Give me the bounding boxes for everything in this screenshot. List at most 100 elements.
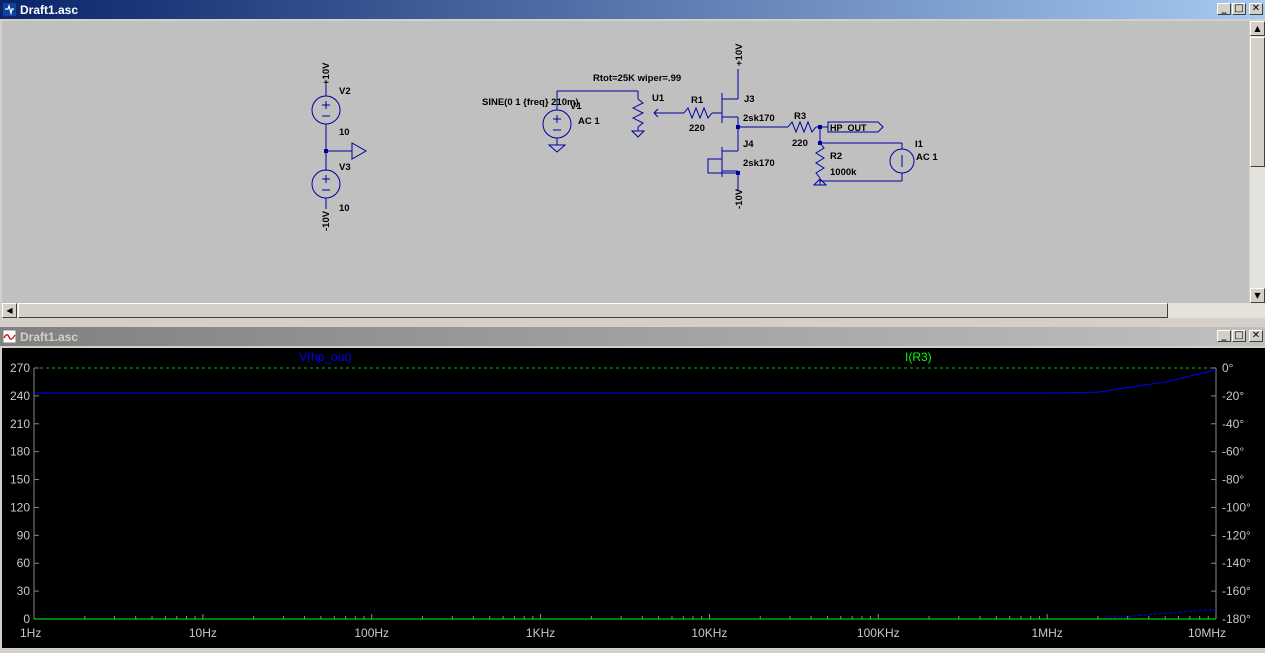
junction-dot	[324, 149, 328, 153]
potentiometer-symbol	[631, 98, 645, 128]
ground-symbol	[630, 130, 646, 138]
j4-model-label: 2sk170	[743, 158, 775, 169]
y-right-tick-label: -40°	[1222, 417, 1244, 431]
y-right-tick-label: 0°	[1222, 361, 1234, 375]
u1-name-label: U1	[652, 93, 665, 104]
r3-value-label: 220	[792, 138, 808, 149]
scroll-down-button[interactable]: ▼	[1250, 288, 1265, 303]
y-left-tick-label: 270	[10, 361, 30, 375]
j3-supply-label: +10V	[734, 43, 745, 66]
y-left-tick-label: 120	[10, 500, 30, 514]
schematic-app-icon	[3, 3, 16, 16]
x-tick-label: 1Hz	[20, 626, 41, 640]
close-button[interactable]: ✕	[1249, 330, 1263, 342]
junction-dot	[736, 125, 740, 129]
v1-ac-label: AC 1	[578, 116, 600, 127]
r2-value-label: 1000k	[830, 167, 857, 178]
schematic-horizontal-scrollbar[interactable]: ◀	[2, 303, 1265, 318]
i1-ac-label: AC 1	[916, 152, 938, 163]
i1-name-label: I1	[915, 139, 924, 150]
junction-dot	[818, 125, 822, 129]
minimize-button[interactable]: _	[1217, 3, 1231, 15]
maximize-button[interactable]: □	[1232, 3, 1246, 15]
junction-dot	[818, 141, 822, 145]
schematic-drawing: +10V V2 10 V3 10 -10V Rtot=25K wiper=.99…	[311, 43, 938, 231]
schematic-canvas[interactable]: +10V V2 10 V3 10 -10V Rtot=25K wiper=.99…	[2, 21, 1249, 303]
close-button[interactable]: ✕	[1249, 3, 1263, 15]
y-left-tick-label: 90	[17, 528, 31, 542]
v1-spec-label: SINE(0 1 {freq} 210m)	[482, 97, 579, 108]
schematic-title: Draft1.asc	[20, 3, 79, 17]
y-right-tick-label: -100°	[1222, 500, 1251, 514]
schematic-vertical-scrollbar[interactable]: ▲ ▼	[1250, 21, 1265, 303]
j4-supply-label: -10V	[734, 188, 745, 209]
r3-resistor-symbol	[787, 120, 817, 134]
v1-name-label: V1	[570, 101, 582, 112]
ground-symbol	[547, 144, 567, 153]
y-left-tick-label: 30	[17, 584, 31, 598]
x-tick-label: 10KHz	[691, 626, 727, 640]
x-tick-label: 1KHz	[526, 626, 555, 640]
v3-name-label: V3	[339, 162, 351, 173]
r1-value-label: 220	[689, 123, 705, 134]
x-tick-label: 10MHz	[1188, 626, 1226, 640]
r1-name-label: R1	[691, 95, 704, 106]
y-right-tick-label: -140°	[1222, 556, 1251, 570]
maximize-button[interactable]: □	[1232, 330, 1246, 342]
vertical-scroll-thumb[interactable]	[1250, 37, 1265, 167]
y-right-tick-label: -80°	[1222, 473, 1244, 487]
hp-out-net-label: HP_OUT	[830, 123, 867, 133]
series-magnitude-line	[34, 369, 1217, 394]
waveform-titlebar[interactable]: Draft1.asc _ □ ✕	[0, 327, 1265, 346]
y-right-tick-label: -160°	[1222, 584, 1251, 598]
schematic-window: Draft1.asc _ □ ✕	[0, 0, 1265, 322]
v3-value-label: 10	[339, 203, 350, 214]
pot-params-label: Rtot=25K wiper=.99	[593, 73, 681, 84]
v2-value-label: 10	[339, 127, 350, 138]
y-left-tick-label: 60	[17, 556, 31, 570]
r1-resistor-symbol	[683, 106, 713, 120]
junction-dot	[736, 171, 740, 175]
series-phase-line	[34, 608, 1217, 620]
bode-plot: 270 240 210 180 150 120 90 60 30 0 0° -20° -40° -60° -…	[10, 350, 1251, 640]
scroll-up-button[interactable]: ▲	[1250, 21, 1265, 36]
schematic-titlebar[interactable]: Draft1.asc _ □ ✕	[0, 0, 1265, 19]
y-left-tick-label: 180	[10, 445, 30, 459]
v3-source-symbol	[311, 169, 341, 199]
minimize-button[interactable]: _	[1217, 330, 1231, 342]
j4-name-label: J4	[743, 139, 754, 150]
x-tick-label: 100KHz	[857, 626, 900, 640]
y-right-tick-label: -60°	[1222, 445, 1244, 459]
v2-source-symbol	[311, 95, 341, 125]
j3-name-label: J3	[744, 94, 755, 105]
r2-name-label: R2	[830, 151, 842, 162]
horizontal-scroll-thumb[interactable]	[18, 303, 1168, 318]
waveform-plot-area[interactable]: 270 240 210 180 150 120 90 60 30 0 0° -20° -40° -60° -…	[2, 348, 1265, 648]
legend-i-r3-: I(R3)	[905, 350, 932, 364]
y-right-tick-label: -20°	[1222, 389, 1244, 403]
x-tick-label: 100Hz	[354, 626, 389, 640]
y-left-tick-label: 0	[23, 612, 30, 626]
v2-name-label: V2	[339, 86, 351, 97]
y-right-tick-label: -180°	[1222, 612, 1251, 626]
x-tick-label: 10Hz	[189, 626, 217, 640]
ground-symbol	[351, 142, 368, 160]
v3-supply-label: -10V	[321, 210, 332, 231]
v2-supply-label: +10V	[321, 62, 332, 85]
waveform-app-icon	[3, 330, 16, 343]
r2-resistor-symbol	[815, 142, 825, 179]
waveform-title: Draft1.asc	[20, 330, 79, 344]
j3-model-label: 2sk170	[743, 113, 775, 124]
ground-symbol	[812, 178, 828, 186]
y-right-tick-label: -120°	[1222, 528, 1251, 542]
scroll-left-button[interactable]: ◀	[2, 303, 17, 318]
y-left-tick-label: 240	[10, 389, 30, 403]
v1-source-symbol	[542, 109, 572, 139]
y-left-tick-label: 150	[10, 473, 30, 487]
wire	[707, 158, 738, 174]
r3-name-label: R3	[794, 111, 806, 122]
y-left-tick-label: 210	[10, 417, 30, 431]
x-tick-label: 1MHz	[1031, 626, 1062, 640]
wiper-arrow	[653, 108, 659, 118]
hp-out-label-flag	[827, 121, 884, 133]
